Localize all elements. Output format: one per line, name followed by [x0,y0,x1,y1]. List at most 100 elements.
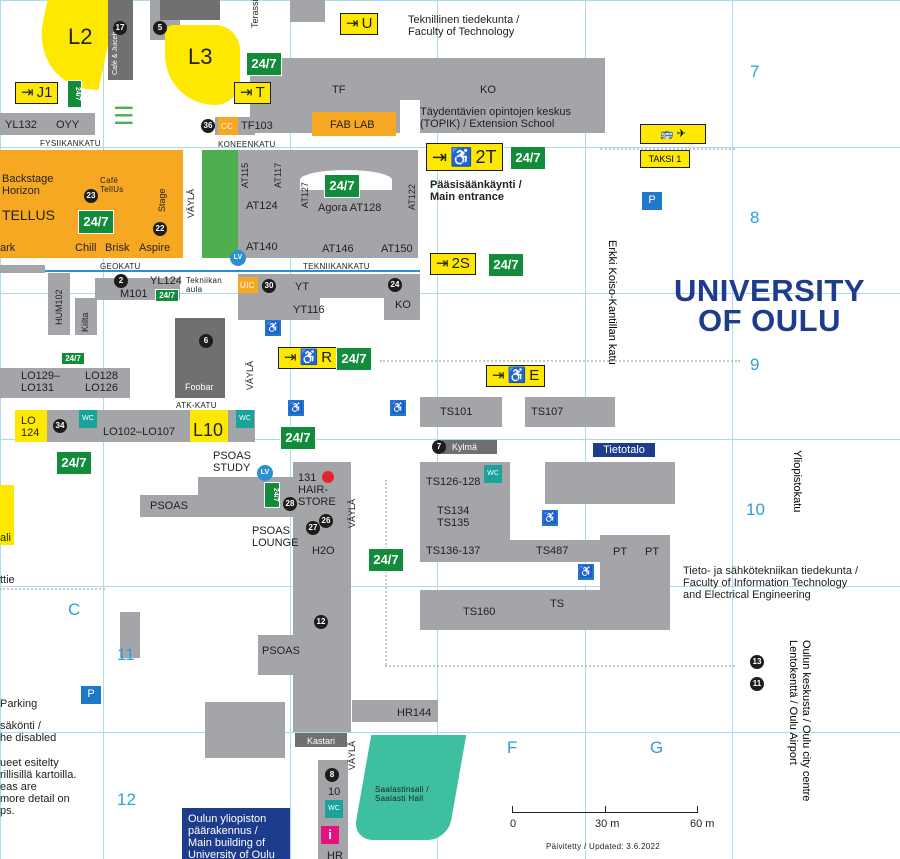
marker-28[interactable]: 28 [283,497,297,511]
info-icon[interactable]: i [321,826,339,844]
parking-icon[interactable]: P [81,686,101,704]
logo-line1: UNIVERSITY [673,273,866,308]
legend-text: Parking [0,698,38,710]
taxi-label: TAKSI 1 [640,150,690,168]
building [120,612,140,658]
scale-label-30: 30 m [595,818,620,830]
wc-icon: WC [325,800,343,818]
accessible-icon: ♿ [288,400,304,416]
entrance-2s[interactable]: ⇥2S [430,253,476,275]
grid-line [732,0,733,859]
bus-plane-icon: 🚌 ✈ [640,124,706,144]
room-yl132: YL132 [5,119,37,131]
ali-label: ali [0,532,12,544]
marker-12[interactable]: 12 [314,615,328,629]
room-yt116: YT116 [293,304,325,316]
room-pt1: PT [613,546,628,558]
recycling-icon: ☰ [113,103,135,130]
entrance-e[interactable]: ⇥♿E [486,365,546,387]
entrance-icon: ⇥ [436,255,449,272]
street-vayla: VÄYLÄ [245,360,255,390]
grid-line [0,732,900,733]
street-vayla: VÄYLÄ [186,188,196,218]
marker-11[interactable]: 11 [750,677,764,691]
topik-label: Täydentävien opintojen keskus(TOPIK) / E… [420,106,572,130]
accessible-icon: ♿ [507,367,527,384]
tellus-label: TELLUS [2,207,55,223]
room-pt2: PT [645,546,660,558]
entrance-t[interactable]: ⇥T [234,82,271,104]
marker-34[interactable]: 34 [53,419,67,433]
accessible-icon: ♿ [450,147,473,167]
kastari [295,733,347,747]
entrance-r[interactable]: ⇥♿R [278,347,339,369]
scale-tick [512,806,513,813]
footpath [600,148,735,150]
tekniikankatu-line [0,270,420,272]
badge-247: 24/7 [78,210,114,234]
marker-26[interactable]: 26 [319,514,333,528]
marker-13[interactable]: 13 [750,655,764,669]
marker-23[interactable]: 23 [84,189,98,203]
grid-row-label: 7 [750,62,760,81]
marker-5[interactable]: 5 [153,21,167,35]
marker-27[interactable]: 27 [306,521,320,535]
entrance-j1[interactable]: ⇥J1 [15,82,59,104]
parking-icon[interactable]: P [642,192,662,210]
room-ts487: TS487 [536,545,569,557]
entrance-u[interactable]: ⇥U [340,13,379,35]
grid-line [0,0,1,859]
lv-marker[interactable]: LV [257,465,273,481]
marker-30[interactable]: 30 [262,279,276,293]
marker-17[interactable]: 17 [113,21,127,35]
room-yl124: YL124 [150,275,182,287]
ark-label: ark [0,242,16,254]
fablab [312,112,396,136]
road [505,575,600,585]
room-ts: TS [550,598,565,610]
badge-247-small: 24/7 [61,352,85,365]
street-atk-katu: ATK-KATU [176,401,217,410]
marker-7[interactable]: 7 [432,440,446,454]
uic-box [238,277,258,293]
room-psoas2: PSOAS [262,645,300,657]
building-kiilta [75,298,97,335]
street-vayla: VÄYLÄ [347,498,357,528]
room-foobar: Foobar [185,382,214,392]
room-fablab: FAB LAB [330,119,375,131]
accessible-icon: ♿ [542,510,558,526]
entrance-icon: ⇥ [21,84,34,101]
street-koneenkatu: KONEENKATU [218,140,276,149]
lv-marker[interactable]: LV [230,250,246,266]
hall-l10: L10 [193,420,224,440]
room-psoas: PSOAS [150,500,188,512]
room-at124: AT124 [246,200,278,212]
faculty-tech: Teknillinen tiedekunta /Faculty of Techn… [408,14,520,38]
badge-247: 24/7 [324,174,360,198]
marker-22[interactable]: 22 [153,222,167,236]
marker-8[interactable]: 8 [325,768,339,782]
marker-24[interactable]: 24 [388,278,402,292]
room-at117: AT117 [273,162,283,188]
room-tf103: TF103 [241,120,273,132]
building-at [238,150,418,258]
room-ts136: TS136-137 [426,545,481,557]
grid-row-label: 12 [117,790,136,809]
green-area [202,150,238,258]
room-tf: TF [332,84,346,96]
marker-6[interactable]: 6 [199,334,213,348]
entrance-icon: ⇥ [346,15,359,32]
footpath [0,588,105,590]
entrance-2t[interactable]: ⇥♿2T [426,143,503,171]
room-m101: M101 [120,288,148,300]
marker-36[interactable]: 36 [201,119,215,133]
building-psoas2 [258,635,298,675]
street-vayla: VÄYLÄ [347,740,357,770]
marker-2[interactable]: 2 [114,274,128,288]
street-yliopistokatu: Yliopistokatu [791,450,803,513]
room-hr: HR [327,850,343,859]
